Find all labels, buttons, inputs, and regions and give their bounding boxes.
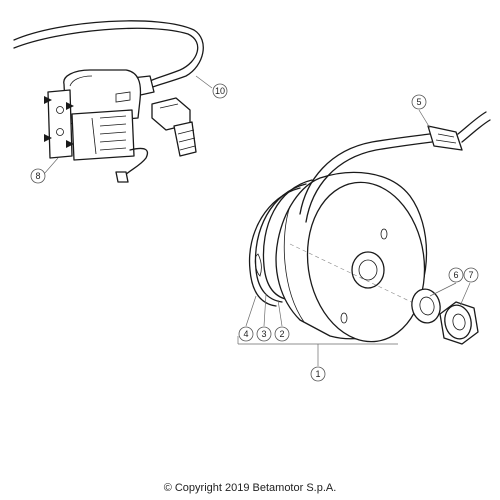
callout-7[interactable]: 7: [463, 267, 479, 283]
callout-4[interactable]: 4: [238, 326, 254, 342]
callout-3[interactable]: 3: [256, 326, 272, 342]
svg-text:10: 10: [215, 86, 225, 96]
callout-10[interactable]: 10: [212, 83, 228, 99]
flywheel-assembly: [248, 111, 491, 343]
svg-text:1: 1: [315, 369, 320, 379]
callout-1[interactable]: 1: [310, 366, 326, 382]
ignition-coil-assembly: [13, 20, 204, 183]
copyright-footer: © Copyright 2019 Betamotor S.p.A.: [163, 482, 337, 494]
svg-text:4: 4: [243, 329, 248, 339]
svg-text:5: 5: [416, 97, 421, 107]
svg-text:3: 3: [261, 329, 266, 339]
svg-text:6: 6: [453, 270, 458, 280]
nut: [439, 301, 479, 345]
callout-6[interactable]: 6: [448, 267, 464, 283]
callout-5[interactable]: 5: [411, 94, 427, 110]
washer: [411, 288, 441, 324]
svg-text:7: 7: [468, 270, 473, 280]
callout-2[interactable]: 2: [274, 326, 290, 342]
svg-text:2: 2: [279, 329, 284, 339]
svg-text:8: 8: [35, 171, 40, 181]
callout-8[interactable]: 8: [30, 168, 46, 184]
leader-lines: [43, 75, 471, 366]
